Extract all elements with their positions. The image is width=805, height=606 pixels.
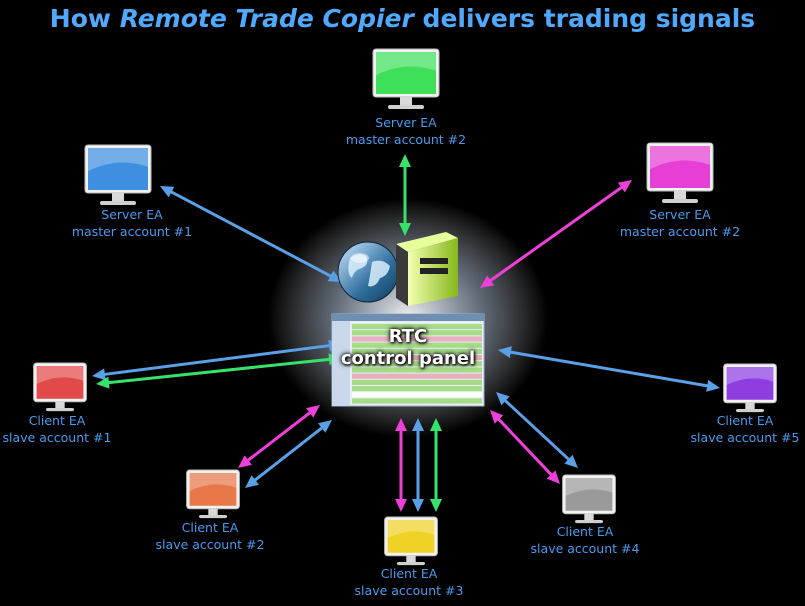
arrow-client-5 bbox=[498, 346, 720, 392]
computer-icon-server-left bbox=[84, 144, 152, 205]
computers bbox=[33, 48, 777, 566]
computer-icon-client-1 bbox=[33, 362, 87, 412]
arrow-client-2-b bbox=[245, 420, 332, 488]
computer-icon-client-4 bbox=[562, 474, 616, 524]
arrow-client-4-b bbox=[496, 392, 578, 468]
server-tower-icon bbox=[396, 232, 458, 306]
computer-icon-client-3 bbox=[384, 516, 438, 566]
page-title: How Remote Trade Copier delivers trading… bbox=[49, 4, 756, 33]
arrow-master-right bbox=[480, 180, 632, 288]
computer-icon-server-top bbox=[372, 48, 440, 109]
arrow-client-3-b bbox=[412, 418, 424, 512]
control-panel-window bbox=[331, 313, 485, 407]
computer-icon-client-2 bbox=[186, 469, 240, 519]
globe-icon bbox=[337, 241, 399, 303]
arrow-client-3-a bbox=[395, 418, 407, 512]
arrow-master-top bbox=[399, 154, 411, 236]
arrow-client-3-c bbox=[430, 418, 442, 512]
computer-icon-client-5 bbox=[723, 363, 777, 413]
computer-icon-server-right bbox=[646, 142, 714, 203]
arrow-client-4-a bbox=[490, 410, 560, 484]
arrow-client-2-a bbox=[238, 405, 320, 468]
hub-label: RTC control panel bbox=[340, 326, 476, 369]
